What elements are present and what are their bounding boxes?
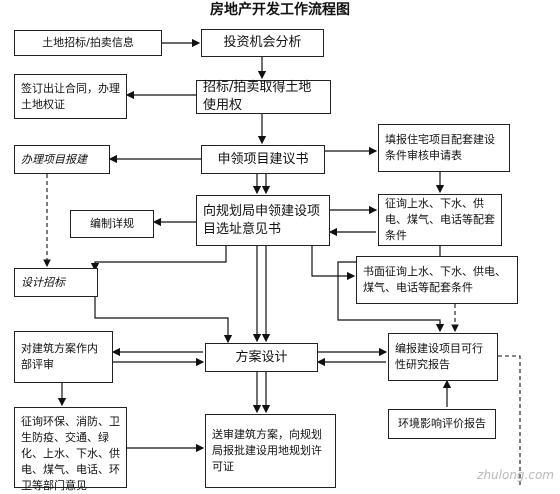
node-feasibility-report: 编报建设项目可行性研究报告 bbox=[388, 333, 498, 381]
dashed-feasibility-down bbox=[498, 355, 521, 488]
node-consult-utilities: 征询上水、下水、供电、煤气、电话等配套条件 bbox=[378, 194, 502, 246]
node-apply-project-proposal: 申领项目建议书 bbox=[201, 145, 325, 174]
arrow-site-to-tender bbox=[90, 246, 227, 272]
node-consult-departments: 征询环保、消防、卫生防疫、交通、绿化、上水、下水、供电、煤气、电话、环卫等部门意… bbox=[14, 407, 127, 492]
watermark: zhulong.com bbox=[477, 468, 554, 482]
arrow-tender-to-scheme bbox=[94, 297, 233, 344]
node-land-auction-info: 土地招标/拍卖信息 bbox=[14, 30, 162, 56]
node-detailed-planning: 编制详规 bbox=[70, 210, 154, 238]
node-written-consult-utilities: 书面征询上水、下水、供电、煤气、电话等配套条件 bbox=[356, 256, 518, 304]
node-design-tender: 设计招标 bbox=[14, 268, 98, 297]
arrow-site-to-written bbox=[311, 246, 356, 281]
node-tender-acquire-land: 招标/拍卖取得土地使用权 bbox=[196, 80, 331, 114]
node-handle-project-filing: 办理项目报建 bbox=[14, 145, 110, 174]
node-investment-analysis: 投资机会分析 bbox=[201, 29, 324, 57]
node-submit-scheme: 送审建筑方案，向规划局报批建设用地规划许可证 bbox=[205, 414, 336, 488]
node-scheme-design: 方案设计 bbox=[205, 343, 318, 372]
node-apply-site-selection: 向规划局申领建设项目选址意见书 bbox=[196, 195, 330, 246]
diagram-title: 房地产开发工作流程图 bbox=[210, 2, 350, 18]
node-sign-contract: 签订出让合同，办理土地权证 bbox=[14, 74, 127, 119]
node-fill-supporting-form: 填报住宅项目配套建设条件审核申请表 bbox=[378, 124, 510, 172]
node-env-assessment: 环境影响评价报告 bbox=[388, 409, 496, 439]
node-internal-review: 对建筑方案作内部评审 bbox=[14, 331, 113, 383]
